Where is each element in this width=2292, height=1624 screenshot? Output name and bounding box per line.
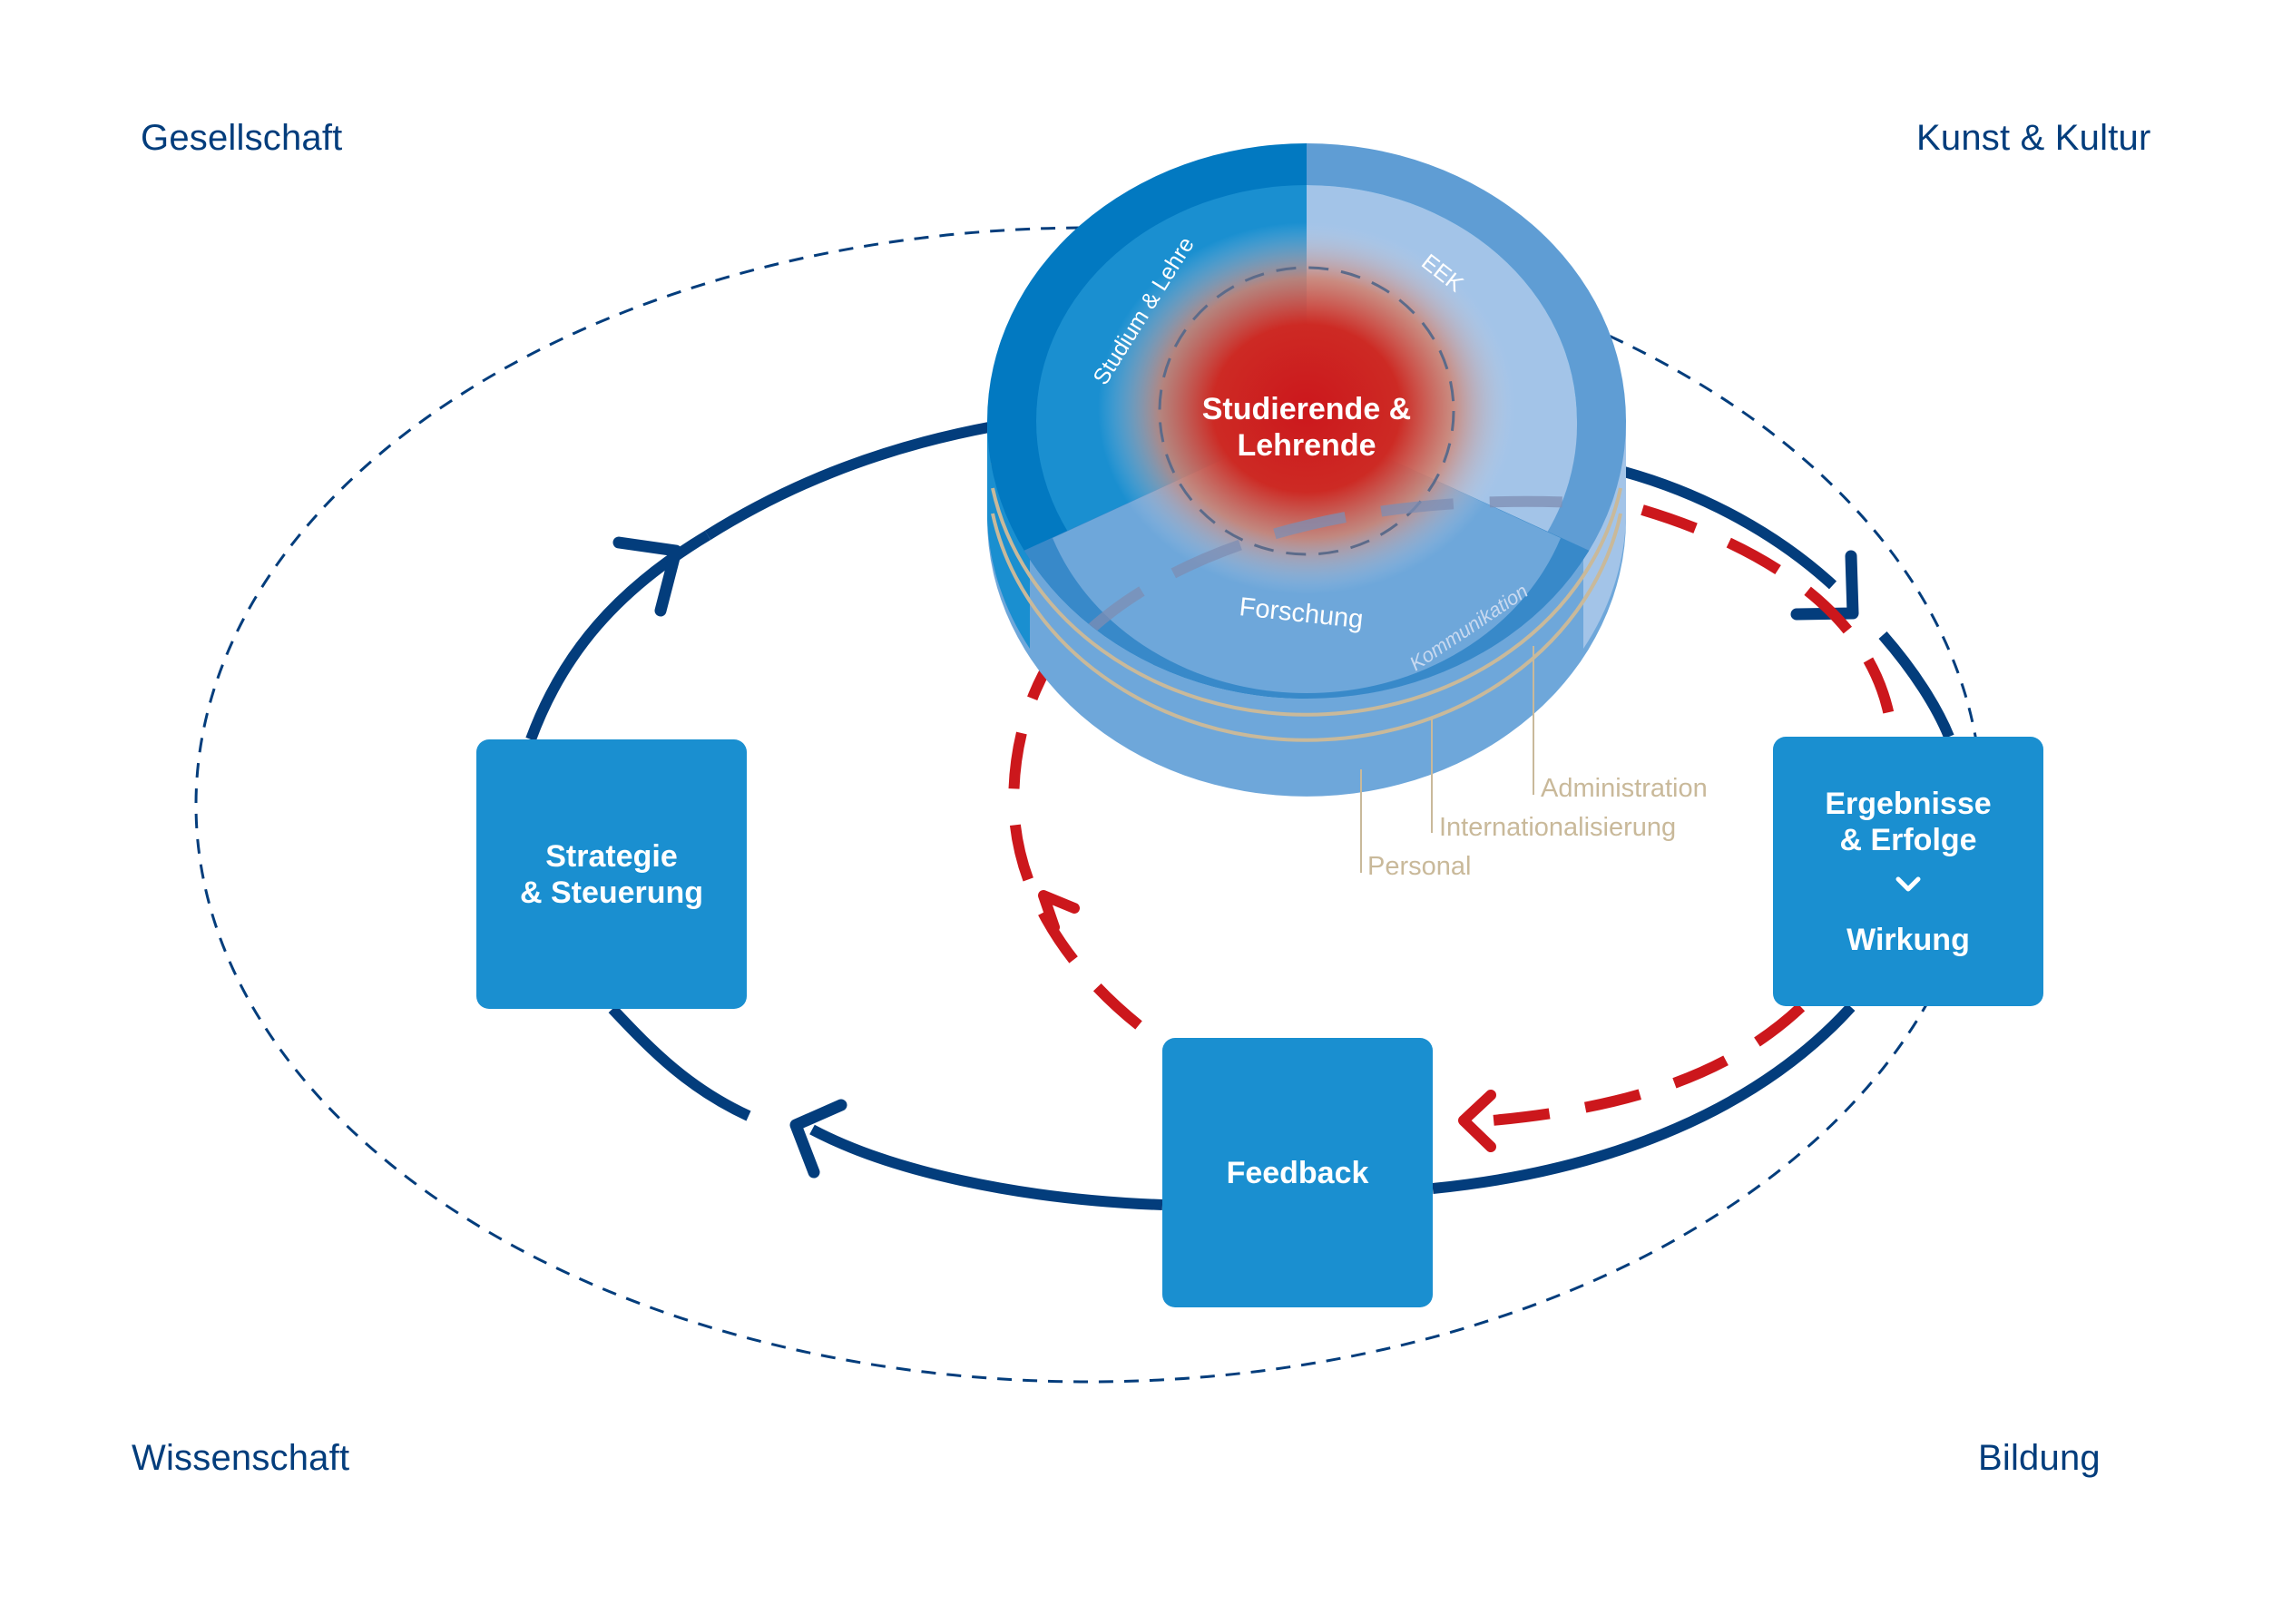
cycle-arc-right [1878,631,1954,739]
corner-label-kunst-kultur: Kunst & Kultur [1916,118,2151,158]
box-ergebnisse-erfolge[interactable]: Ergebnisse & Erfolge Wirkung [1773,737,2043,1006]
layer-label-personal: Personal [1367,852,1471,881]
core-dashed-circle [1158,266,1455,556]
layer-labels: Administration Internationalisierung Per… [1360,646,1708,881]
cycle-arc-bottom [809,1124,1163,1210]
cycle-arc-strategy-to-core [525,530,711,742]
feedback-loop-left [1008,621,1142,1030]
box-strategie-line1: Strategie [545,838,678,874]
core-label-line1: Studierende & [1202,392,1411,426]
core-disk: Studium & Lehre EEK Forschung Kommunikat… [987,143,1626,797]
cycle-arc-top-right [1622,466,1837,590]
feedback-loop-bottom [1469,1003,1806,1128]
box-feedback-label: Feedback [1226,1155,1369,1190]
feedback-loop-right [1641,504,1899,865]
arrowhead-up-right-icon [612,536,682,617]
box-strategie-steuerung[interactable]: Strategie & Steuerung [476,739,747,1009]
layer-line-internationalisierung [991,487,1622,717]
core-glow [1098,222,1515,594]
arrowhead-down-right-icon [1790,550,1859,621]
box-strategie-line2: & Steuerung [519,875,704,910]
corner-label-wissenschaft: Wissenschaft [132,1438,350,1478]
cycle-arc-bottom-left [608,1004,751,1121]
box-ergebnisse-line2: & Erfolge [1839,822,1977,857]
corner-label-gesellschaft: Gesellschaft [141,118,343,158]
corner-label-bildung: Bildung [1978,1438,2101,1478]
feedback-loop [1008,504,1899,1128]
cycle-arc-top-left [704,421,995,541]
cycle-arrowheads [612,536,1859,1179]
core-label-line2: Lehrende [1237,428,1376,463]
cycle-through-disk [1080,495,1598,640]
layer-label-internationalisierung: Internationalisierung [1439,813,1676,842]
layer-label-administration: Administration [1541,774,1708,803]
red-arrowhead-up-icon [1038,890,1080,933]
box-feedback[interactable]: Feedback [1162,1038,1433,1307]
layer-line-personal [991,513,1622,742]
red-arrowhead-left-icon [1458,1090,1496,1152]
feedback-arrowheads [1038,890,1496,1152]
box-ergebnisse-line1: Ergebnisse [1825,786,1992,821]
box-wirkung: Wirkung [1846,922,1970,957]
chevron-down-icon [1895,876,1921,891]
arrowhead-left-icon [789,1099,847,1179]
cycle-arc-bottom-right [1432,1003,1856,1194]
